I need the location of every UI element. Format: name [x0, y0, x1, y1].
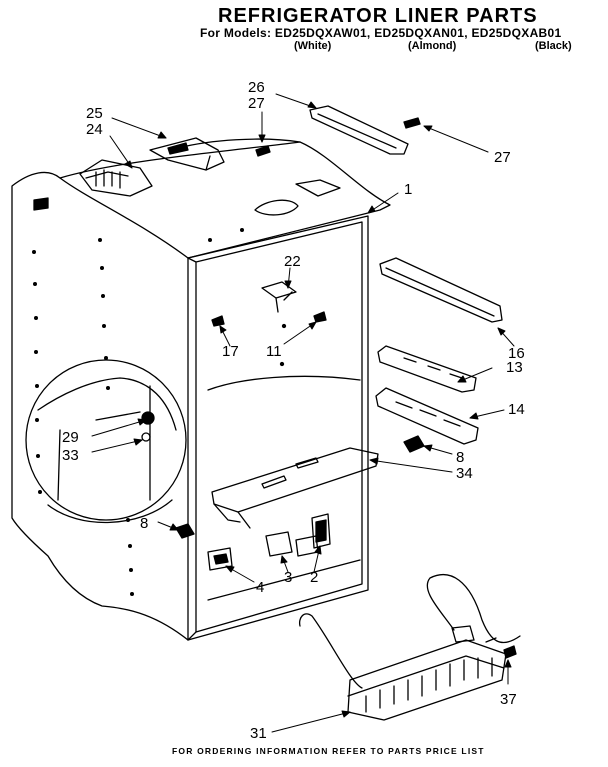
part-8-screws: [175, 435, 425, 539]
callout-1: 1: [404, 181, 412, 198]
callout-14: 14: [508, 401, 525, 418]
callout-25: 25: [86, 105, 103, 122]
callout-3: 3: [284, 569, 292, 586]
detail-circle: [25, 359, 187, 524]
callout-27-right: 27: [494, 149, 511, 166]
page-title: REFRIGERATOR LINER PARTS: [218, 5, 538, 27]
finish-almond: (Almond): [408, 40, 457, 52]
callout-17: 17: [222, 343, 239, 360]
callout-8-left: 8: [140, 515, 148, 532]
part-16-shelf-trim: [379, 257, 503, 323]
part-27-screws: [255, 117, 421, 157]
part-13-rail: [377, 345, 477, 393]
finish-white: (White): [294, 40, 332, 52]
callout-13: 13: [506, 359, 523, 376]
callout-numbers: 26 27 25 24 27 1 22 17 11 16 13 14 29 33…: [62, 79, 525, 742]
part-17-11-screws: [211, 311, 327, 367]
callout-16: 16: [508, 345, 525, 362]
part-24-25-hinge: [79, 137, 225, 197]
callout-33: 33: [62, 447, 79, 464]
callout-31: 31: [250, 725, 267, 742]
leader-lines: [91, 93, 515, 733]
finish-black: (Black): [535, 40, 572, 52]
callout-4: 4: [256, 579, 264, 596]
part-14-rail: [375, 387, 479, 445]
part-34-cover: [211, 447, 379, 529]
part-31-heater: [298, 574, 521, 721]
ordering-footer: FOR ORDERING INFORMATION REFER TO PARTS …: [172, 746, 485, 756]
callout-8-right: 8: [456, 449, 464, 466]
part-22-bracket: [261, 281, 297, 313]
callout-26: 26: [248, 79, 265, 96]
part-4-3-2-controls: [207, 513, 331, 571]
callout-29: 29: [62, 429, 79, 446]
callout-24: 24: [86, 121, 103, 138]
liner-body: [11, 138, 391, 641]
models-line: For Models: ED25DQXAW01, ED25DQXAN01, ED…: [200, 26, 562, 40]
callout-11: 11: [266, 343, 282, 360]
part-26-trim: [309, 105, 409, 155]
part-37-screw: [503, 645, 517, 659]
screw-holes: [32, 228, 244, 596]
callout-37: 37: [500, 691, 517, 708]
callout-27-top: 27: [248, 95, 265, 112]
callout-34: 34: [456, 465, 473, 482]
callout-2: 2: [310, 569, 318, 586]
callout-22: 22: [284, 253, 301, 270]
